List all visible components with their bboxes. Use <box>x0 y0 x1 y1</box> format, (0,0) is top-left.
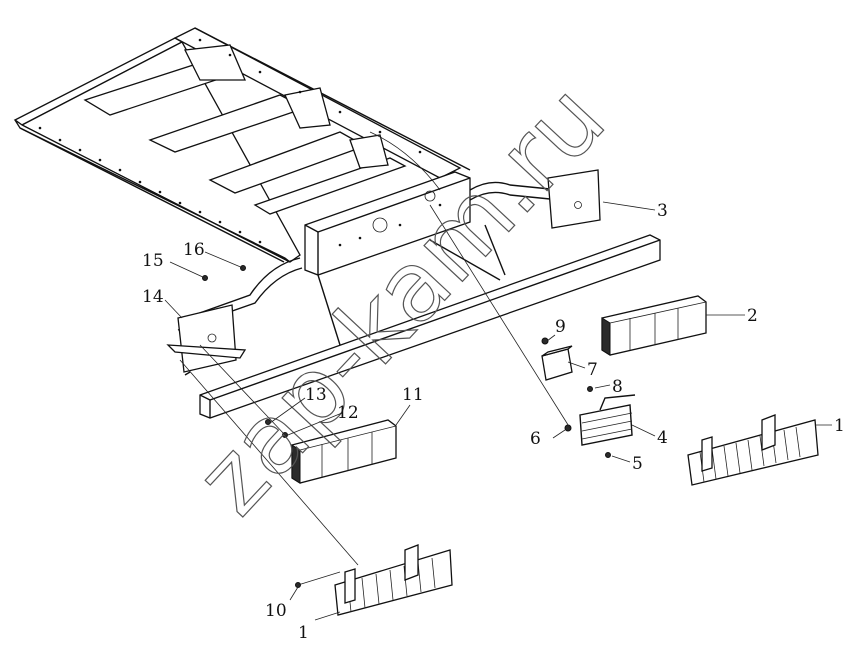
step-basket-right <box>687 414 819 486</box>
callout-16: 16 <box>183 240 205 260</box>
callout-4: 4 <box>657 428 668 448</box>
callout-1-left: 1 <box>298 623 309 643</box>
tail-lamp-right <box>601 295 707 356</box>
callout-6: 6 <box>530 429 541 449</box>
right-lamp-bracket <box>469 169 601 229</box>
callout-14: 14 <box>142 287 164 307</box>
callout-10: 10 <box>265 601 287 621</box>
leader-lines <box>164 201 832 621</box>
frame-rivets <box>38 38 442 247</box>
rear-bumper-beam <box>199 234 661 419</box>
tail-lamp-left <box>291 419 397 484</box>
callout-13: 13 <box>305 385 327 405</box>
callout-9: 9 <box>555 317 566 337</box>
callout-12: 12 <box>337 403 359 423</box>
step-basket-left <box>334 544 453 616</box>
small-lamp <box>541 345 573 381</box>
callout-11: 11 <box>402 385 424 405</box>
callout-labels: 3 2 1 4 5 6 7 8 9 10 1 11 12 13 14 15 16 <box>142 201 845 643</box>
callout-5: 5 <box>632 454 643 474</box>
callout-7: 7 <box>587 360 598 380</box>
callout-1-right: 1 <box>834 416 845 436</box>
callout-15: 15 <box>142 251 164 271</box>
callout-3: 3 <box>657 201 668 221</box>
callout-2: 2 <box>747 306 758 326</box>
lamp-guard <box>579 394 636 446</box>
assembly-lines <box>179 204 571 586</box>
callout-8: 8 <box>612 377 623 397</box>
chassis-frame <box>13 27 471 276</box>
